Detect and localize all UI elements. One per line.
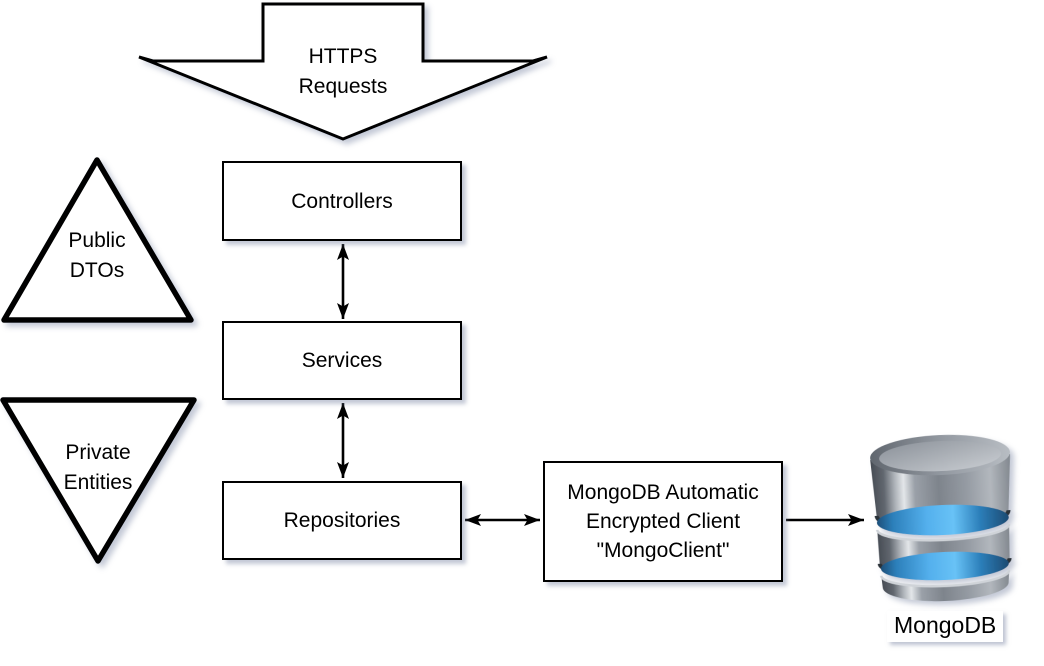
mongodb-caption: MongoDB	[887, 611, 1004, 642]
public-dtos-label: Public DTOs	[68, 229, 126, 282]
private-entities-label: Private Entities	[63, 441, 133, 494]
node-controllers: Controllers	[222, 161, 462, 241]
node-controllers-label: Controllers	[291, 189, 393, 213]
mongodb-database-icon	[870, 434, 1012, 602]
node-repositories: Repositories	[222, 481, 462, 560]
node-mongo-client-label: MongoDB Automatic Encrypted Client "Mong…	[567, 481, 759, 562]
node-repositories-label: Repositories	[283, 509, 401, 532]
node-mongo-client: MongoDB Automatic Encrypted Client "Mong…	[543, 461, 783, 582]
private-entities-triangle	[0, 397, 197, 564]
https-requests-arrow-shape	[138, 2, 548, 141]
public-dtos-triangle	[1, 157, 194, 323]
node-services-label: Services	[301, 349, 383, 372]
https-requests-label: HTTPS Requests	[298, 45, 388, 98]
node-services: Services	[222, 321, 462, 400]
